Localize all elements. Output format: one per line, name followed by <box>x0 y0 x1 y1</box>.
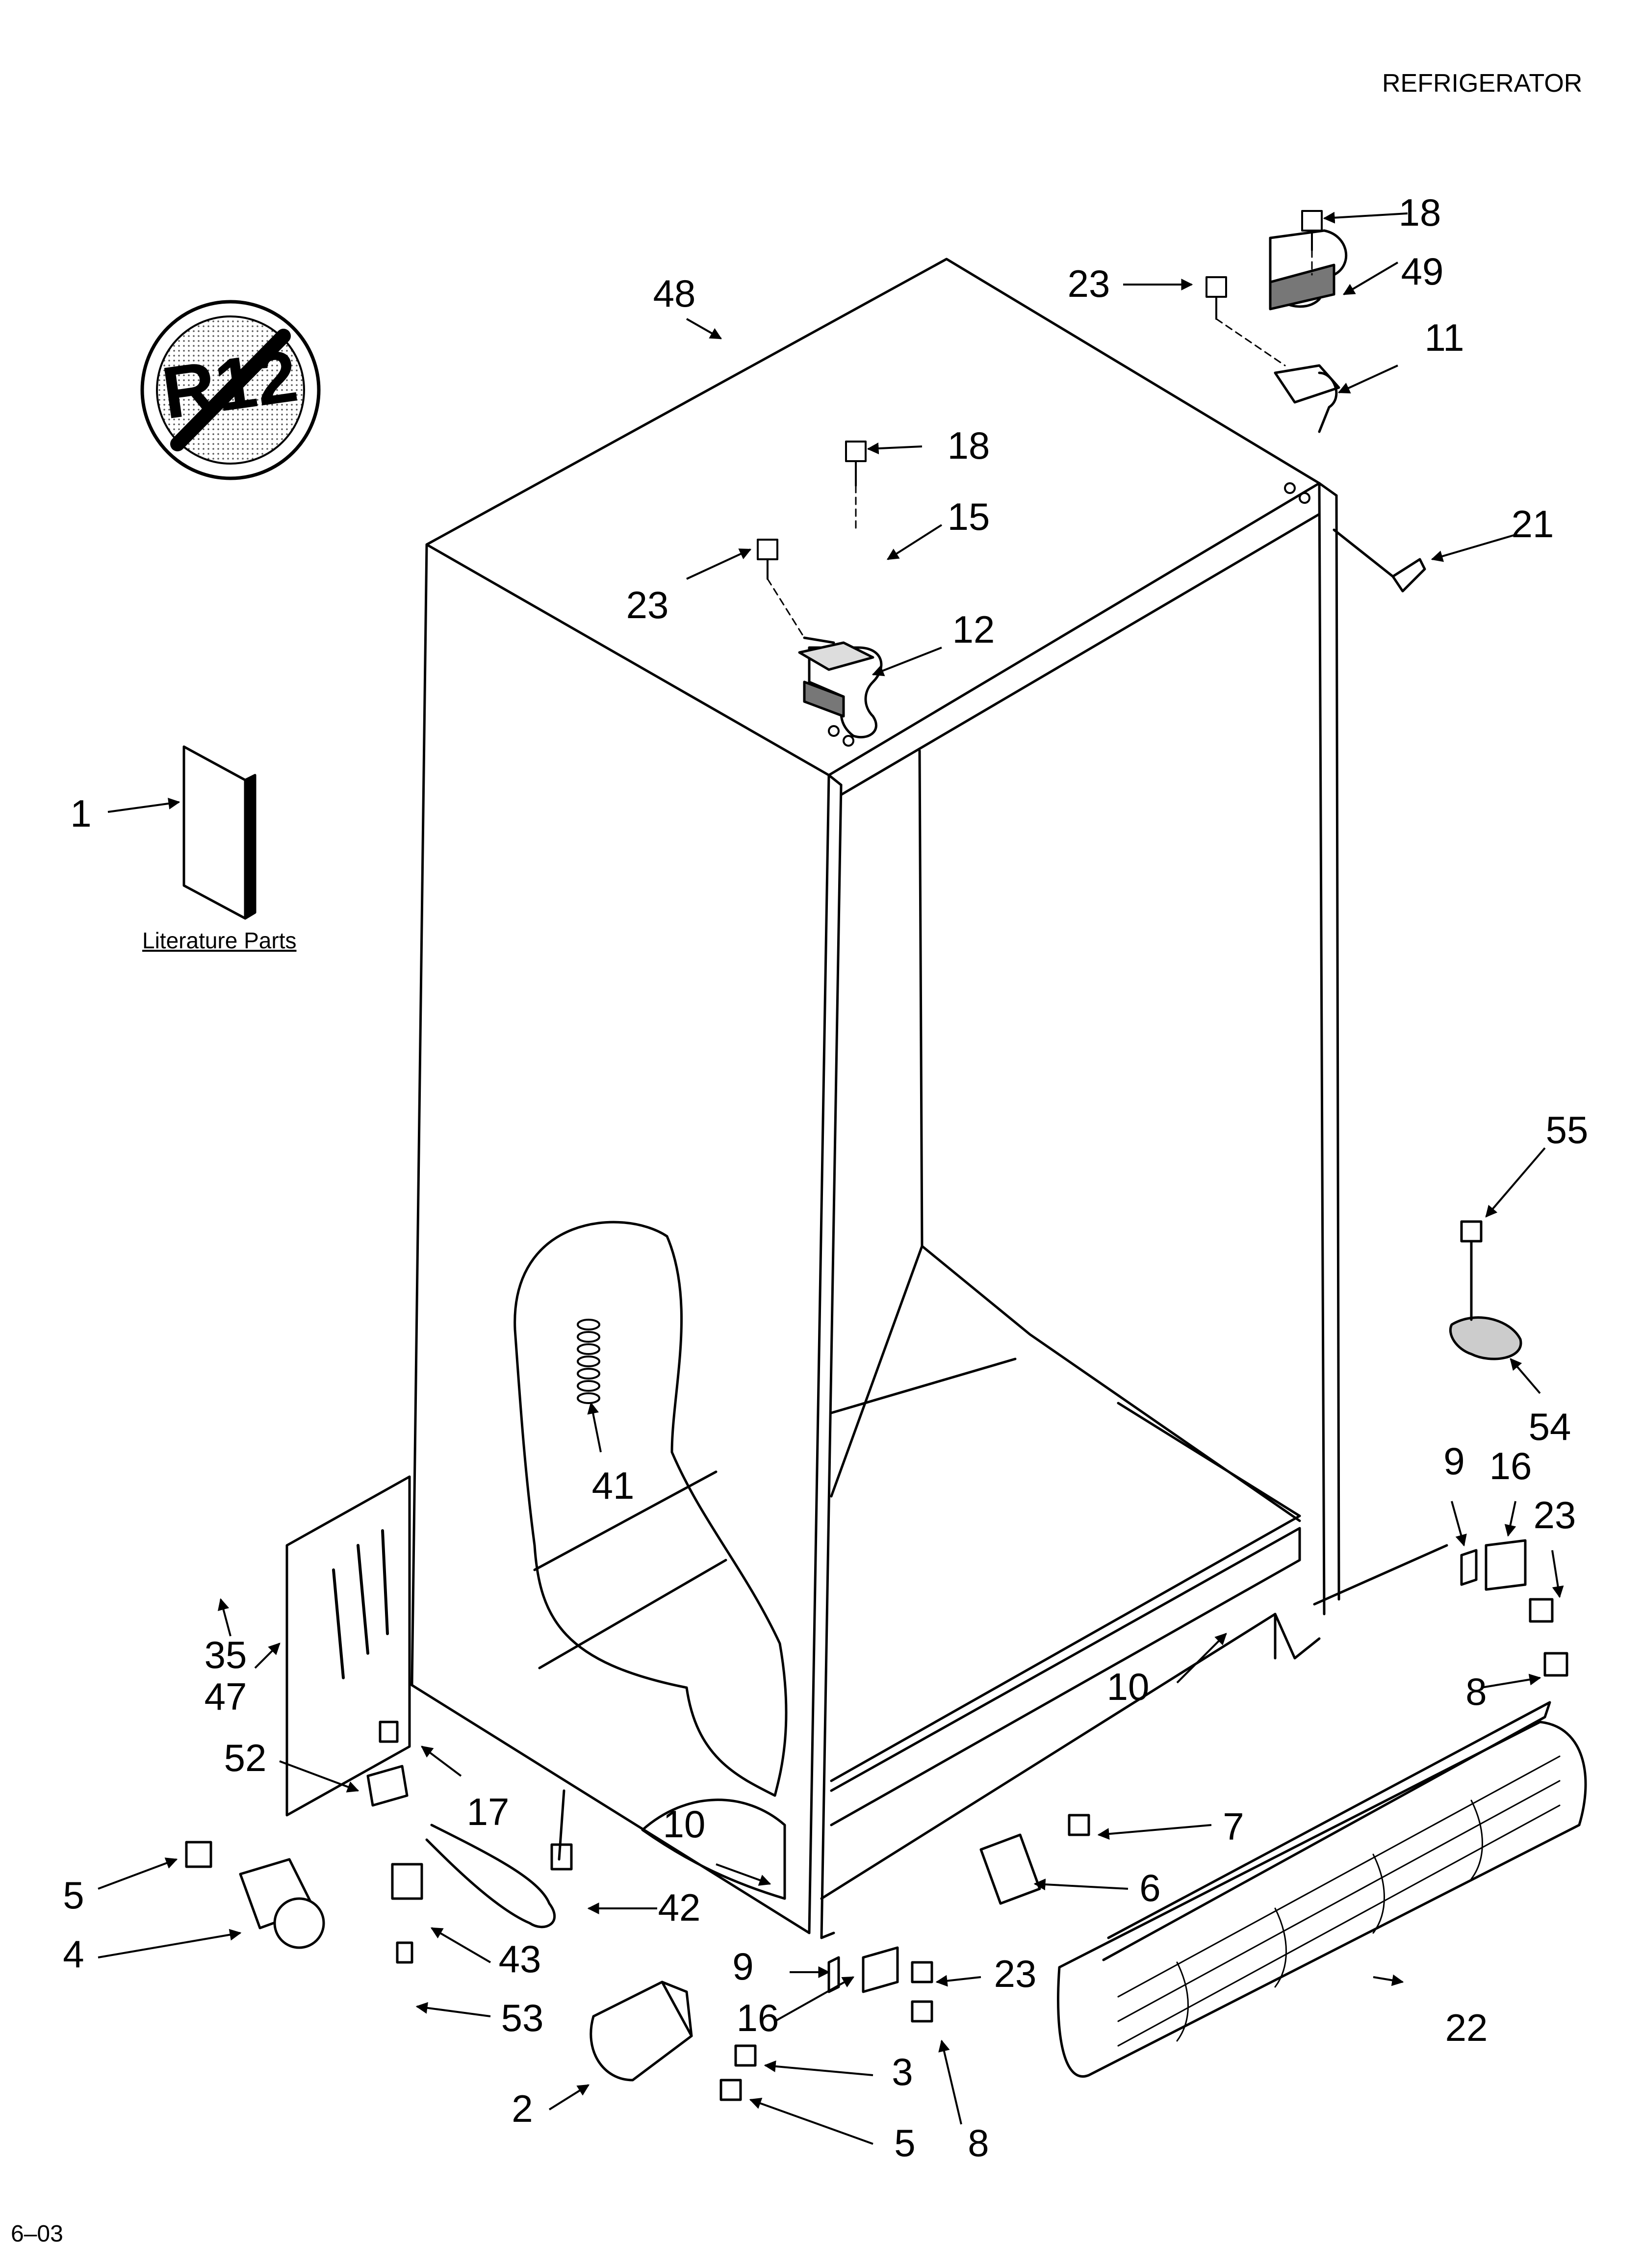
callout-43: 43 <box>499 1937 541 1981</box>
callout-21: 21 <box>1512 502 1554 546</box>
bottom-hinge-left-icon <box>590 1814 1090 2101</box>
callout-labels: 48 23 18 49 11 21 18 15 23 12 1 55 54 9 … <box>63 191 1588 2164</box>
section-title: REFRIGERATOR <box>1382 69 1583 98</box>
callout-5-bottom: 5 <box>894 2121 915 2164</box>
callout-55: 55 <box>1546 1108 1589 1151</box>
callout-11: 11 <box>1425 316 1464 359</box>
callout-9-right: 9 <box>1443 1439 1464 1483</box>
callout-10-right: 10 <box>1107 1665 1150 1708</box>
callout-16-right: 16 <box>1489 1444 1532 1487</box>
callout-3: 3 <box>892 2050 913 2093</box>
callout-12: 12 <box>952 608 995 651</box>
callout-47: 47 <box>205 1675 247 1718</box>
callout-1: 1 <box>70 792 91 835</box>
callout-8-right: 8 <box>1465 1670 1487 1713</box>
callout-10-left: 10 <box>663 1802 706 1846</box>
callout-15: 15 <box>948 495 990 538</box>
callout-54: 54 <box>1529 1405 1571 1448</box>
callout-23-center: 23 <box>626 583 669 626</box>
revision-code: 6–03 <box>11 2221 63 2247</box>
callout-2: 2 <box>512 2087 533 2130</box>
hinge-screws-icon <box>757 210 1323 747</box>
callout-23-top-right: 23 <box>1068 262 1110 305</box>
callout-9-bottom: 9 <box>732 1945 753 1988</box>
callout-53: 53 <box>501 1996 544 2039</box>
callout-23-bottom: 23 <box>994 1952 1037 1995</box>
callout-49: 49 <box>1401 250 1444 293</box>
access-cover-icon <box>285 1475 411 1817</box>
callout-8-bottom: 8 <box>968 2121 989 2164</box>
callout-23-right: 23 <box>1534 1493 1576 1537</box>
water-tube-icon <box>366 1721 573 1964</box>
callout-18-top-right: 18 <box>1399 191 1441 234</box>
callout-52: 52 <box>224 1736 267 1779</box>
leveling-leg-icon <box>185 1841 325 1949</box>
top-hinge-right-icon <box>1269 229 1348 433</box>
callout-18-center: 18 <box>948 424 990 467</box>
cam-bracket-icon <box>1449 1220 1522 1360</box>
callout-7: 7 <box>1223 1805 1244 1848</box>
callout-42: 42 <box>658 1886 701 1929</box>
top-hinge-left-icon <box>798 636 883 739</box>
callout-17: 17 <box>467 1790 510 1833</box>
literature-parts-label: Literature Parts <box>142 928 297 953</box>
callout-arrows <box>98 211 1564 2145</box>
badge-text: R12 <box>157 334 302 435</box>
callout-35: 35 <box>205 1633 247 1676</box>
literature-booklet-icon <box>182 745 257 920</box>
callout-22: 22 <box>1445 2006 1488 2049</box>
condenser-coil-icon <box>577 1319 600 1404</box>
callout-41: 41 <box>592 1464 635 1507</box>
callout-48: 48 <box>653 272 696 315</box>
base-grille-icon <box>1057 1701 1587 2078</box>
bottom-hinge-bracket-right-icon <box>1313 1539 1568 1677</box>
callout-6: 6 <box>1139 1866 1160 1909</box>
cabinet-wrapper <box>410 258 1340 1939</box>
dashed-alignment-lines <box>767 249 1313 639</box>
callout-16-bottom: 16 <box>737 1996 779 2039</box>
no-r12-badge-icon: R12 <box>140 300 321 480</box>
callout-4: 4 <box>63 1932 84 1976</box>
tube-plug-icon <box>1333 528 1426 593</box>
callout-5-left: 5 <box>63 1874 84 1917</box>
